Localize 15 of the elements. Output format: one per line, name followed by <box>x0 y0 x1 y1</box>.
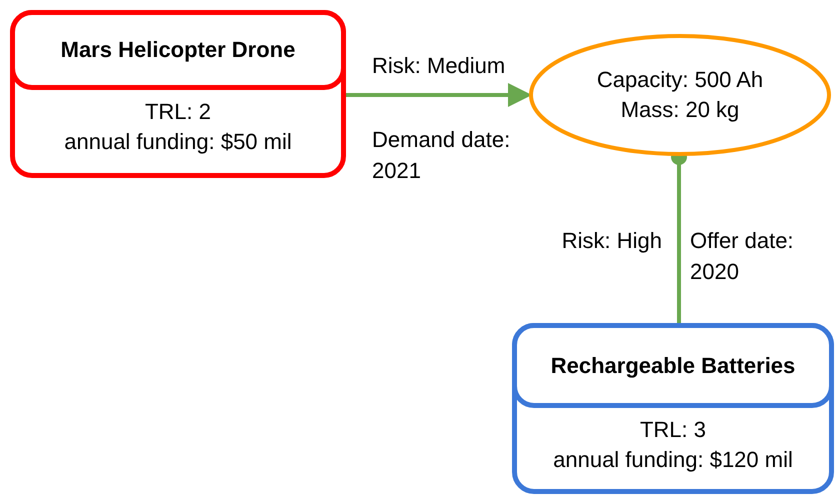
component-detail: annual funding: $120 mil <box>553 446 793 474</box>
component-card <box>10 10 346 178</box>
component-card <box>512 323 834 494</box>
edge-label: Risk: Medium <box>372 52 506 80</box>
requirement-ellipse <box>528 33 832 157</box>
component-detail: annual funding: $50 mil <box>64 128 292 156</box>
date-label: Offer date: 2020 <box>690 227 795 286</box>
component-title: Mars Helicopter Drone <box>10 10 346 90</box>
arrow <box>346 83 532 107</box>
requirement-text: Capacity: 500 Ah Mass: 20 kg <box>596 66 764 124</box>
edge-label: Risk: High <box>560 227 662 255</box>
component-detail: TRL: 3 <box>640 416 706 444</box>
component-detail: TRL: 2 <box>144 98 212 126</box>
date-label: Demand date: 2021 <box>372 126 512 185</box>
component-title: Rechargeable Batteries <box>512 323 834 408</box>
